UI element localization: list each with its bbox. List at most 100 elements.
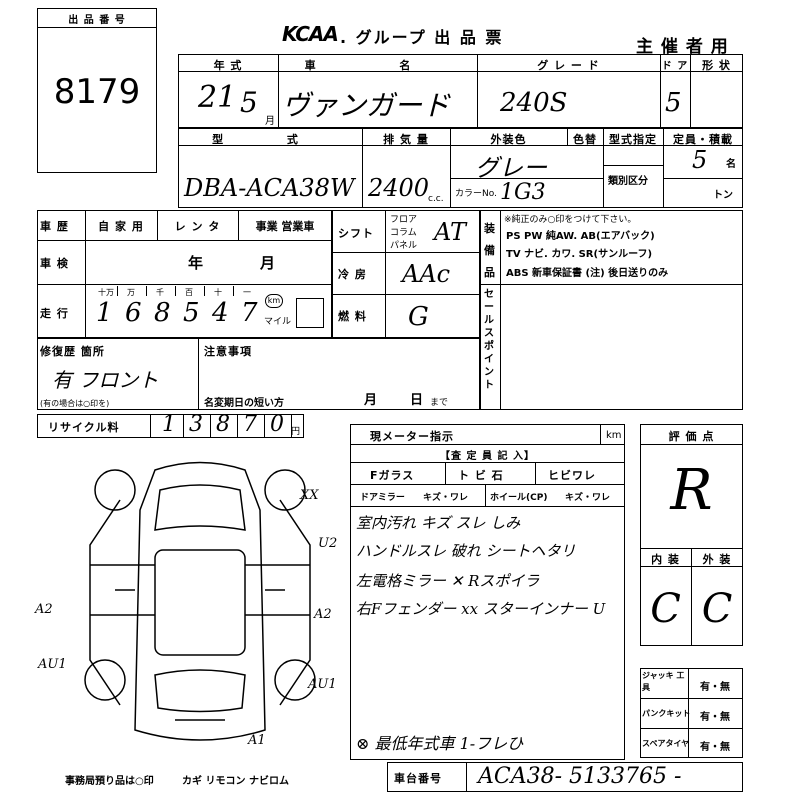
fuel-label: 燃 料 xyxy=(338,310,367,323)
mileage-digit-unit: 百 xyxy=(185,288,193,297)
lot-number-label: 出 品 番 号 xyxy=(68,15,126,26)
inspector-section xyxy=(350,424,625,760)
car-diagram xyxy=(84,461,316,741)
score-label: 評 価 点 xyxy=(668,430,715,443)
office-label: 事務局預り品は○印 xyxy=(65,776,154,787)
ac-value: AAc xyxy=(402,260,451,288)
mileage-digit: 1 xyxy=(96,298,113,328)
repair-value: 有 フロント xyxy=(52,368,159,392)
lot-number-value: 8179 xyxy=(53,72,141,112)
vehicle-row-2 xyxy=(178,128,743,208)
equipment-line-2: TV ナビ. カワ. SR(サンルーフ) xyxy=(506,249,653,260)
diagram-mark-a2-left: A2 xyxy=(35,602,53,617)
score-value: R xyxy=(670,458,713,523)
tools-block xyxy=(640,668,743,758)
diagram-mark-u2: U2 xyxy=(318,536,338,551)
diagram-mark-au1-right: AU1 xyxy=(308,677,337,692)
inspection-year-unit: 年 xyxy=(188,254,204,272)
model-value: ヴァンガード xyxy=(282,89,451,122)
organizer-label: 主 催 者 用 xyxy=(636,37,729,57)
mirror-damage-label: キズ・ワレ xyxy=(423,493,469,503)
history-option-business: 事業 営業車 xyxy=(255,220,315,233)
recycle-digit: 1 xyxy=(162,412,176,437)
mileage-digit-unit: 千 xyxy=(156,288,164,297)
form-title: . グループ 出 品 票 xyxy=(340,28,504,47)
meter-label: 現メーター指示 xyxy=(370,430,454,443)
inspector-note-1: 室内汚れ キズ スレ しみ xyxy=(356,514,521,532)
inspector-note-3: 左電格ミラー ✕ Rスポイラ xyxy=(356,572,540,590)
recycle-fee-row xyxy=(37,414,304,438)
displacement-label: 排 気 量 xyxy=(383,133,429,146)
inspection-label: 車 検 xyxy=(40,257,69,270)
history-option-rental: レ ン タ xyxy=(174,220,221,233)
shift-option-floor: フロア xyxy=(390,215,418,225)
exterior-value: C xyxy=(701,586,733,632)
mileage-digit: 5 xyxy=(183,298,200,328)
repair-note: (有の場合は○印を) xyxy=(40,399,110,408)
color-change-label: 色替 xyxy=(573,133,597,146)
mileage-digit: 6 xyxy=(125,298,142,328)
mileage-unit-box xyxy=(296,298,324,328)
equipment-line-1: PS PW 純AW. AB(エアバック) xyxy=(506,231,655,242)
front-glass-label: Fガラス xyxy=(370,469,415,482)
recycle-digit: 3 xyxy=(189,412,203,437)
grade-value: 240S xyxy=(500,88,568,118)
km-unit: km xyxy=(265,294,283,308)
meter-unit: km xyxy=(606,430,622,441)
type-value: DBA-ACA38W xyxy=(184,174,355,202)
shift-label: シフト xyxy=(338,227,374,240)
exterior-label: 外 装 xyxy=(702,553,732,566)
interior-value: C xyxy=(650,586,681,632)
equipment-label: 装備品 xyxy=(484,222,496,279)
wheel-label: ホイール(CP) xyxy=(490,493,548,503)
year-label: 年 式 xyxy=(213,59,243,72)
inspector-note-2: ハンドルスレ 破れ シートヘタリ xyxy=(356,542,576,560)
cc-unit: c.c. xyxy=(428,194,444,204)
mileage-label: 走 行 xyxy=(40,307,69,320)
chassis-label: 車台番号 xyxy=(394,772,442,785)
shift-option-panel: パネル xyxy=(390,241,418,251)
diagram-mark-xx: XX xyxy=(300,488,319,503)
shift-ac-fuel-block xyxy=(332,210,480,338)
color-code-value: 1G3 xyxy=(500,180,546,205)
inspector-note-4: 右Fフェンダー xx スターインナー U xyxy=(356,600,606,618)
history-block xyxy=(37,210,332,338)
equipment-note: ※純正のみ○印をつけて下さい。 xyxy=(504,215,637,225)
diagram-mark-au1-left: AU1 xyxy=(38,657,67,672)
tool-spare-value: 有・無 xyxy=(700,742,730,753)
ac-label: 冷 房 xyxy=(338,268,367,281)
office-items: カギ リモコン ナビロム xyxy=(182,776,289,787)
tool-jack-label: ジャッキ 工 具 xyxy=(642,671,685,692)
wheel-damage-label: キズ・ワレ xyxy=(565,493,611,503)
capacity-value: 5 xyxy=(692,146,708,174)
history-label: 車 歴 xyxy=(40,220,69,233)
recycle-label: リサイクル料 xyxy=(48,421,120,434)
notice-until: まで xyxy=(430,398,449,408)
model-label: 車 名 xyxy=(304,59,451,72)
chassis-value: ACA38- 5133765 - xyxy=(478,764,682,789)
door-mirror-label: ドアミラー xyxy=(360,493,405,503)
mileage-digit-unit: 十 xyxy=(214,288,222,297)
mileage-digit: 7 xyxy=(241,298,258,328)
tool-spare-label: スペアタイヤ xyxy=(642,739,690,748)
capacity-label: 定員・積載 xyxy=(673,133,733,146)
month-unit: 月 xyxy=(265,116,275,127)
shift-value: AT xyxy=(434,218,467,246)
vehicle-row-1 xyxy=(178,54,743,128)
equipment-line-3: ABS 新車保証書 (注) 後日送りのみ xyxy=(506,268,669,279)
repair-notice-block xyxy=(37,338,480,410)
notice-day-unit: 日 xyxy=(410,393,424,408)
recycle-digit: 7 xyxy=(243,412,257,437)
name-change-date-label: 名変期日の短い方 xyxy=(204,398,284,409)
lot-number-box xyxy=(37,8,157,173)
doors-value: 5 xyxy=(665,88,682,118)
mileage-digit-unit: 一 xyxy=(243,288,251,297)
grade-label: グ レ ー ド xyxy=(537,59,600,72)
inspector-header: 【査 定 員 記 入】 xyxy=(440,451,535,462)
brand-logo: KCAA xyxy=(282,22,339,46)
tons-unit: トン xyxy=(713,190,733,201)
tool-puncture-value: 有・無 xyxy=(700,712,730,723)
mileage-digit-unit: 十万 xyxy=(98,288,114,297)
tool-puncture-label: パンクキット xyxy=(642,709,691,718)
exterior-color-value: グレー xyxy=(475,154,547,182)
